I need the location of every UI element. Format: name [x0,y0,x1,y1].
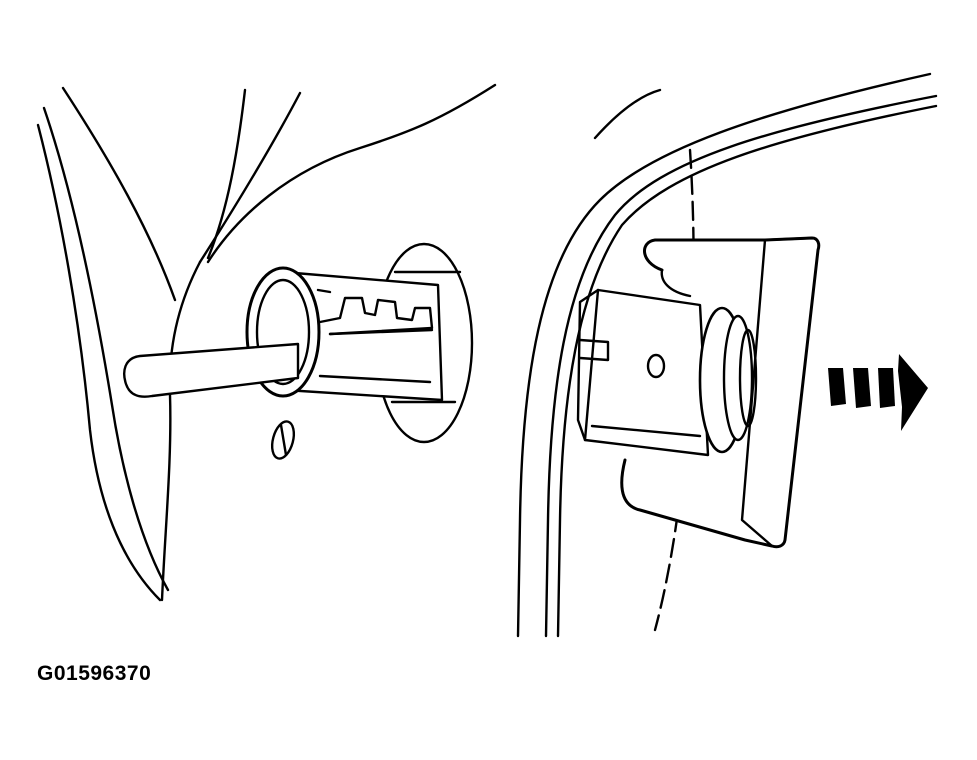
removal-direction-arrow [828,354,928,431]
left-panel-contours [36,83,497,602]
right-connector [576,288,758,457]
small-clip [270,420,296,460]
right-frame-contours [516,72,938,638]
pull-tab [123,342,300,398]
figure-code-label: G01596370 [37,662,152,685]
